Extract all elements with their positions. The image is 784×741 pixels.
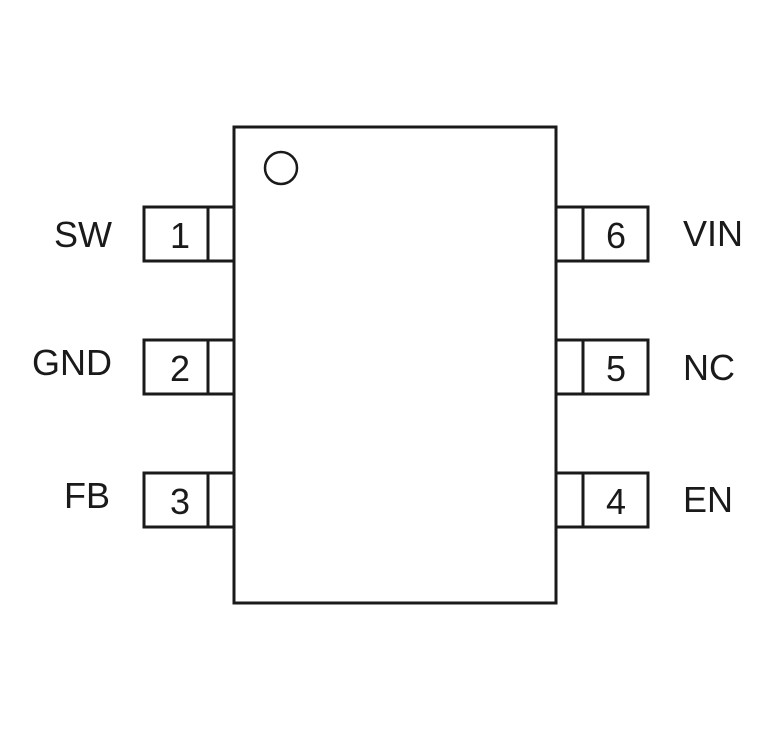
pin-2-number: 2: [170, 348, 190, 389]
ic-package-body: [232, 125, 558, 605]
pin1-orientation-marker-icon: [263, 150, 299, 186]
pin-3-label: FB: [64, 475, 110, 516]
pin-4-label: EN: [683, 479, 733, 520]
pin-6-number: 6: [606, 215, 626, 256]
pin-4: 4 EN: [554, 471, 733, 529]
pin-4-number: 4: [606, 481, 626, 522]
pin-6-lead: [554, 205, 650, 263]
pin-1: 1 SW: [54, 205, 236, 263]
pin-3-number: 3: [170, 481, 190, 522]
pin-6-label: VIN: [683, 213, 743, 254]
pin-4-lead: [554, 471, 650, 529]
pin-2: 2 GND: [32, 338, 236, 396]
pin-3-lead: [142, 471, 236, 529]
pin-1-label: SW: [54, 214, 112, 255]
pin-1-number: 1: [170, 215, 190, 256]
pin-6: 6 VIN: [554, 205, 743, 263]
pin-5-label: NC: [683, 347, 735, 388]
pin-5: 5 NC: [554, 338, 735, 396]
pin-2-label: GND: [32, 342, 112, 383]
pin-5-number: 5: [606, 348, 626, 389]
pin-2-lead: [142, 338, 236, 396]
pin-1-lead: [142, 205, 236, 263]
pin-3: 3 FB: [64, 471, 236, 529]
pin-5-lead: [554, 338, 650, 396]
